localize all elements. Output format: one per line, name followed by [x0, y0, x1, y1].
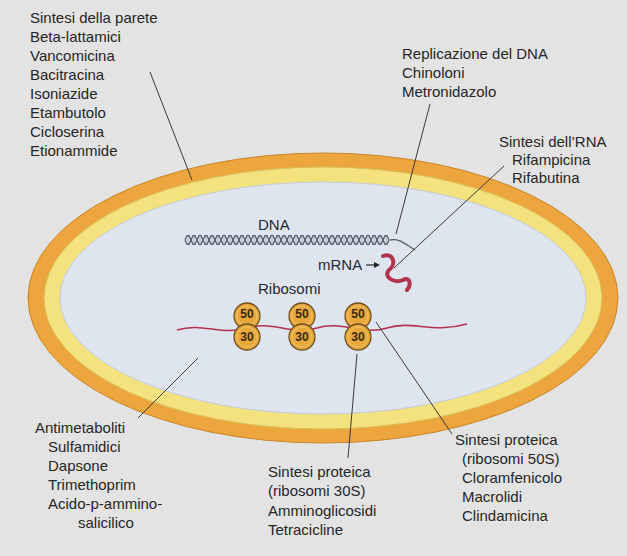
drug-name: Rifampicina: [512, 150, 590, 169]
leader-line: [138, 358, 198, 418]
dna-rung: [272, 235, 273, 245]
drug-name: Trimethoprim: [48, 475, 136, 494]
dna-rung: [260, 235, 261, 245]
dna-rung: [278, 235, 279, 245]
dna-rung: [200, 235, 201, 245]
dna-rung: [308, 235, 309, 245]
subunit-number: 30: [295, 331, 308, 343]
dna-rung: [344, 235, 345, 245]
mrna-label: mRNA: [318, 256, 362, 274]
ribosome-30s: 30: [288, 323, 316, 351]
dna-rung: [296, 235, 297, 245]
drug-name: Tetracicline: [268, 520, 343, 539]
dna-rung: [284, 235, 285, 245]
leader-line: [394, 166, 504, 268]
dna-rung: [206, 235, 207, 245]
drug-name: Etambutolo: [30, 103, 106, 122]
dna-rung: [218, 235, 219, 245]
leader-line: [376, 322, 452, 434]
dna-rung: [266, 235, 267, 245]
dna-rung: [230, 235, 231, 245]
dna-rung: [320, 235, 321, 245]
dna-rung: [188, 235, 189, 245]
drug-name: Metronidazolo: [402, 82, 496, 101]
drug-name: Clindamicina: [462, 506, 548, 525]
target-heading: Sintesi proteica (ribosomi 30S): [268, 462, 393, 500]
target-heading: Sintesi dell’RNA: [499, 132, 607, 151]
cell-node: DNA mRNA Ribosomi 50 30 50 30 50 30: [27, 152, 619, 444]
cytoplasm: [60, 182, 586, 414]
leader-line: [150, 72, 192, 180]
dna-rung: [248, 235, 249, 245]
subunit-number: 50: [240, 308, 253, 320]
dna-label: DNA: [258, 216, 290, 234]
subunit-number: 50: [351, 308, 364, 320]
dna-rung: [338, 235, 339, 245]
drug-name: Chinoloni: [402, 63, 465, 82]
drug-name: Bacitracina: [30, 65, 104, 84]
dna-rung: [326, 235, 327, 245]
mrna-strand: [383, 255, 410, 290]
dna-rung: [254, 235, 255, 245]
ribosome-label: Ribosomi: [258, 280, 321, 298]
subunit-number: 50: [295, 308, 308, 320]
cell-wall: [28, 153, 618, 443]
subunit-number: 30: [351, 331, 364, 343]
dna-rung: [350, 235, 351, 245]
drug-name: Cloramfenicolo: [462, 468, 562, 487]
mrna-translated: [177, 324, 467, 331]
ribosome-30s: 30: [344, 323, 372, 351]
dna-rung: [386, 235, 387, 245]
dna-rung: [236, 235, 237, 245]
dna-rung: [332, 235, 333, 245]
dna-rung: [290, 235, 291, 245]
dna-rung: [212, 235, 213, 245]
dna-rung: [194, 235, 195, 245]
dna-helix: [185, 235, 415, 250]
drug-name: Amminoglicosidi: [268, 501, 376, 520]
dna-rung: [314, 235, 315, 245]
mrna-arrowhead: [374, 262, 380, 268]
drug-name: Dapsone: [48, 456, 108, 475]
drug-name: Beta-lattamici: [30, 27, 121, 46]
target-heading: Antimetaboliti: [35, 418, 125, 437]
leader-line: [396, 104, 430, 234]
leader-line: [348, 354, 357, 458]
drug-name: Isoniazide: [30, 84, 98, 103]
drug-name: Rifabutina: [512, 168, 580, 187]
drug-name: Macrolidi: [462, 487, 522, 506]
dna-strand: [185, 236, 389, 245]
subunit-number: 30: [240, 331, 253, 343]
bacterial-cell: [27, 152, 619, 444]
ribosome-30s: 30: [233, 323, 261, 351]
dna-rung: [368, 235, 369, 245]
dna-rung: [356, 235, 357, 245]
dna-rung: [374, 235, 375, 245]
dna-tail: [390, 240, 415, 250]
dna-rung: [302, 235, 303, 245]
dna-rung: [242, 235, 243, 245]
target-heading: Sintesi della parete: [30, 8, 158, 27]
drug-name: Etionammide: [30, 141, 118, 160]
drug-name: Sulfamidici: [48, 437, 121, 456]
drug-name: Cicloserina: [30, 122, 104, 141]
drug-name: Acido-p-ammino- salicilico: [48, 494, 203, 532]
dna-rung: [362, 235, 363, 245]
target-heading: Sintesi proteica (ribosomi 50S): [455, 430, 592, 468]
dna-rung: [380, 235, 381, 245]
dna-strand: [185, 236, 389, 245]
cell-membrane: [44, 167, 602, 429]
dna-rung: [224, 235, 225, 245]
target-heading: Replicazione del DNA: [402, 44, 548, 63]
drug-name: Vancomicina: [30, 46, 115, 65]
